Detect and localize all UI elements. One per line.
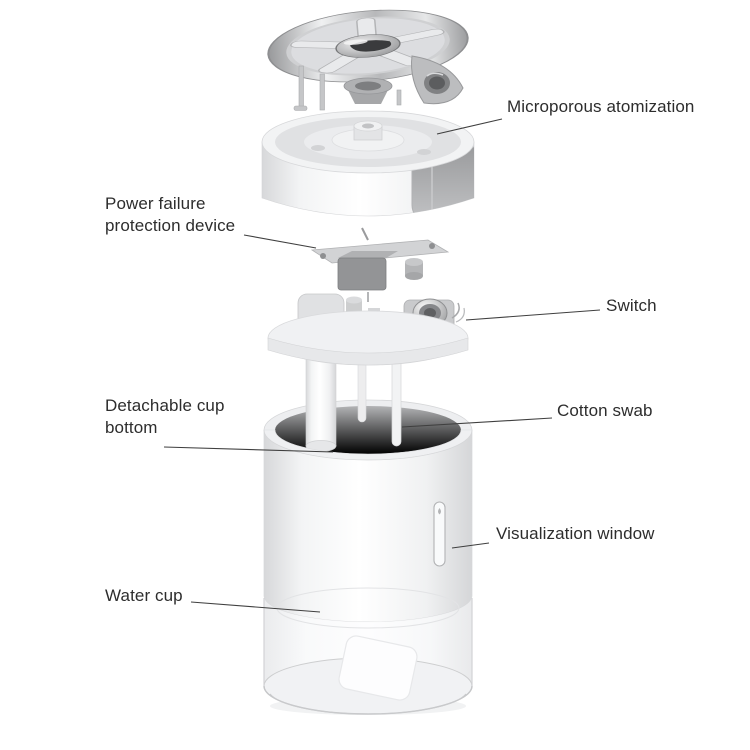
leader-visualization-window <box>451 542 490 549</box>
leader-microporous-atomization <box>436 118 503 135</box>
label-microporous-atomization: Microporous atomization <box>507 97 695 116</box>
label-switch: Switch <box>606 296 657 315</box>
atomizer-housing <box>261 110 475 217</box>
cup-base-square <box>338 635 418 701</box>
label-visualization-window: Visualization window <box>496 524 655 543</box>
cotton-swab-stick <box>357 347 402 447</box>
leader-water-cup <box>190 601 321 613</box>
leader-lines <box>163 118 601 613</box>
visualization-window-slot <box>433 501 446 567</box>
leader-detachable-cup-bottom <box>163 446 334 453</box>
mist-funnel <box>343 77 393 104</box>
cover-mounting-pins <box>293 65 402 111</box>
atomizer-puck <box>353 120 383 141</box>
leader-switch <box>465 309 601 321</box>
pump-tube <box>305 351 337 452</box>
label-cotton-swab: Cotton swab <box>557 401 653 420</box>
transparent-water-cup <box>263 587 473 715</box>
leader-cotton-swab <box>401 417 553 428</box>
leader-power-failure <box>243 234 317 249</box>
tank-body <box>263 429 473 623</box>
label-power-failure-protection: Power failure protection device <box>105 194 236 236</box>
switch-plate <box>267 293 469 366</box>
label-water-cup: Water cup <box>105 586 183 605</box>
power-failure-module <box>310 227 450 302</box>
atomization-flange <box>411 55 464 105</box>
tank-interior <box>275 406 461 454</box>
label-detachable-cup-bottom: Detachable cup bottom <box>105 396 225 438</box>
